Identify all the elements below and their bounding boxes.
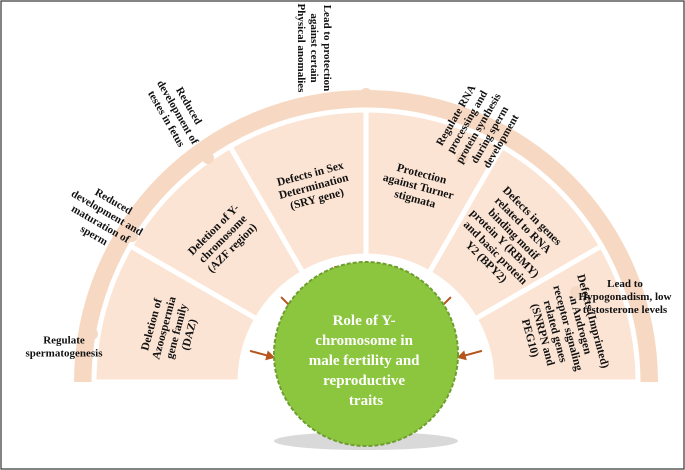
outer-label-line: spermatogenesis <box>26 347 104 359</box>
center-line-1: Role of Y- <box>333 313 396 329</box>
center-line-3: male fertility and <box>309 353 420 369</box>
center-circle <box>273 261 459 447</box>
outer-label-line: Lead to <box>607 278 643 290</box>
segment-label-1: Deletion ofAzoospermiagene family(DAZ) <box>138 292 204 368</box>
outer-label-line: Physical anomalies <box>295 4 307 94</box>
arrow-head-1 <box>265 350 276 361</box>
connector-dot-3 <box>202 152 214 164</box>
arrow-head-6 <box>456 350 467 361</box>
connector-dot-1 <box>86 328 98 340</box>
outer-label-line: Hypogonadism, low <box>579 291 672 303</box>
outer-label-line: Regulate <box>43 334 85 346</box>
connector-dot-2 <box>126 230 138 242</box>
center-line-4: reproductive <box>323 373 405 389</box>
center-line-2: chromosome in <box>315 333 413 349</box>
center-title: Role of Y- chromosome in male fertility … <box>309 313 424 409</box>
connector-dot-4 <box>360 88 372 100</box>
segment-6 <box>471 242 641 385</box>
outer-label-4: Lead to protectionagainst certainPhysica… <box>295 4 333 94</box>
outer-label-line: against certain <box>308 13 320 82</box>
outer-label-line: testosterone levels <box>583 304 668 316</box>
segments-group: Deletion ofAzoospermiagene family(DAZ)De… <box>74 90 658 385</box>
connector-dot-6 <box>570 286 582 298</box>
connector-dot-5 <box>456 152 468 164</box>
outer-label-line: Lead to protection <box>321 5 333 92</box>
center-line-5: traits <box>349 393 383 409</box>
